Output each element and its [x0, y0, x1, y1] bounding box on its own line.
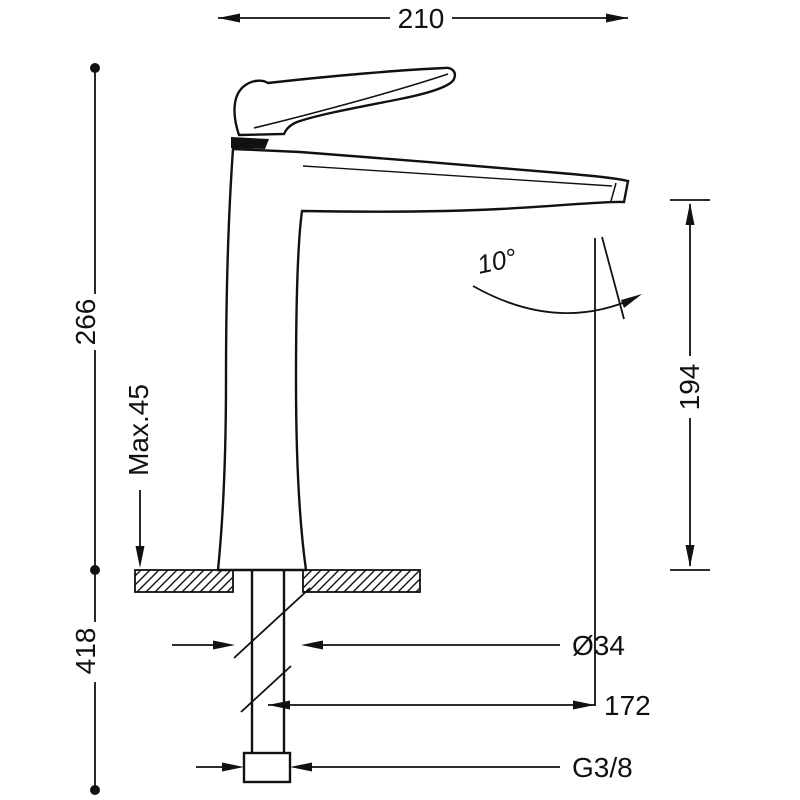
inlet-connector — [242, 751, 292, 784]
aerator-line — [610, 182, 617, 202]
spout-top-contour — [302, 165, 613, 187]
supply-shank — [233, 570, 311, 784]
arrow-right-icon — [222, 762, 244, 772]
faucet-body-spout — [216, 147, 630, 572]
arrow-left-icon — [218, 13, 240, 23]
dim-total-height-label: 418 — [70, 628, 101, 675]
dim-angle-label: 10° — [474, 242, 519, 280]
dim-d34-label: Ø34 — [572, 630, 625, 661]
dim-height-above-counter-label: 266 — [70, 299, 101, 346]
faucet — [216, 66, 630, 572]
spout-angle: 10° — [472, 236, 642, 706]
arrow-left-icon — [290, 762, 312, 772]
dim-max45-label: Max.45 — [123, 384, 154, 476]
break-line-lower — [240, 665, 292, 713]
dim-inlet-thread: G3/8 — [196, 752, 633, 783]
dim-spout-height: 194 — [670, 199, 710, 571]
arrow-right-icon — [606, 13, 628, 23]
countertop-left-slab — [134, 569, 234, 593]
ref-dot-counter — [90, 565, 100, 575]
countertop — [134, 569, 421, 593]
ref-dot-bottom — [90, 785, 100, 795]
dim-194-label: 194 — [674, 364, 705, 411]
cartridge-band — [231, 137, 269, 149]
arrow-down-icon — [135, 546, 145, 568]
dim-hole-diameter: Ø34 — [172, 630, 625, 661]
angle-slant-line — [601, 236, 625, 320]
dim-spout-reach: 172 — [268, 690, 651, 721]
arrow-left-icon — [301, 640, 323, 650]
arrow-up-icon — [685, 203, 695, 225]
arrow-right-icon — [213, 640, 235, 650]
angle-arc — [472, 285, 638, 315]
dim-left-heights: 266 418 . — [70, 63, 101, 795]
dim-max-thickness: Max.45 — [123, 384, 154, 568]
handle-contour — [253, 73, 449, 129]
break-line-upper — [233, 587, 311, 659]
countertop-right-slab — [302, 569, 421, 593]
dim-172-label: 172 — [604, 690, 651, 721]
arrow-down-icon — [685, 545, 695, 567]
arc-arrow-icon — [621, 294, 642, 308]
arrow-right-icon — [573, 700, 595, 710]
ref-dot-top — [90, 63, 100, 73]
faucet-handle — [233, 66, 457, 137]
dim-overall-width: 210 — [218, 3, 628, 34]
dim-g38-label: G3/8 — [572, 752, 633, 783]
dim-width-label: 210 — [398, 3, 445, 34]
